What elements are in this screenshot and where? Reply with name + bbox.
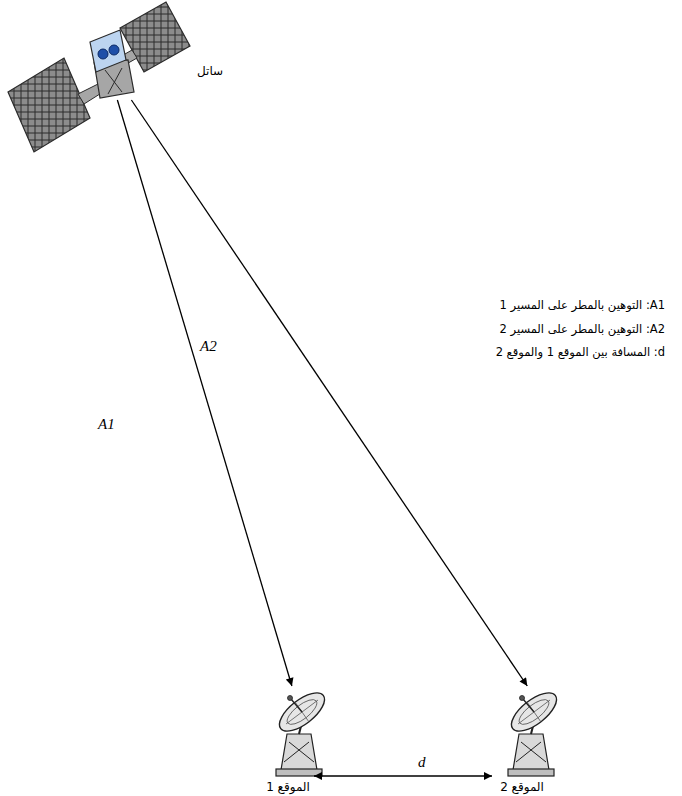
dish-antenna xyxy=(273,686,330,776)
edge-label: A2 xyxy=(200,338,217,354)
note-text: d: المسافة بين الموقع 1 والموقع 2 xyxy=(496,344,665,360)
satellite-body xyxy=(90,30,126,72)
note-text: A2: التوهين بالمطر على المسير 2 xyxy=(500,321,665,337)
ground-station: الموقع 2 xyxy=(492,686,560,796)
satellite-node: ساتل xyxy=(105,80,135,100)
signal-path xyxy=(131,100,527,686)
satellite-strut xyxy=(108,68,122,94)
signal-path xyxy=(117,100,292,686)
distance-arrow xyxy=(314,775,492,776)
ground-station: الموقع 1 xyxy=(262,686,314,796)
node-label: ساتل xyxy=(197,64,223,78)
dish-antenna xyxy=(505,686,562,776)
satellite-lens xyxy=(98,49,108,59)
node-label: الموقع 1 xyxy=(248,780,328,794)
node-label: الموقع 2 xyxy=(482,780,562,794)
edge-label: d xyxy=(418,754,426,770)
note-text: A1: التوهين بالمطر على المسير 1 xyxy=(500,297,665,313)
solar-panel xyxy=(8,58,90,152)
satellite-lens xyxy=(109,45,119,55)
edge-label: A1 xyxy=(98,416,115,432)
